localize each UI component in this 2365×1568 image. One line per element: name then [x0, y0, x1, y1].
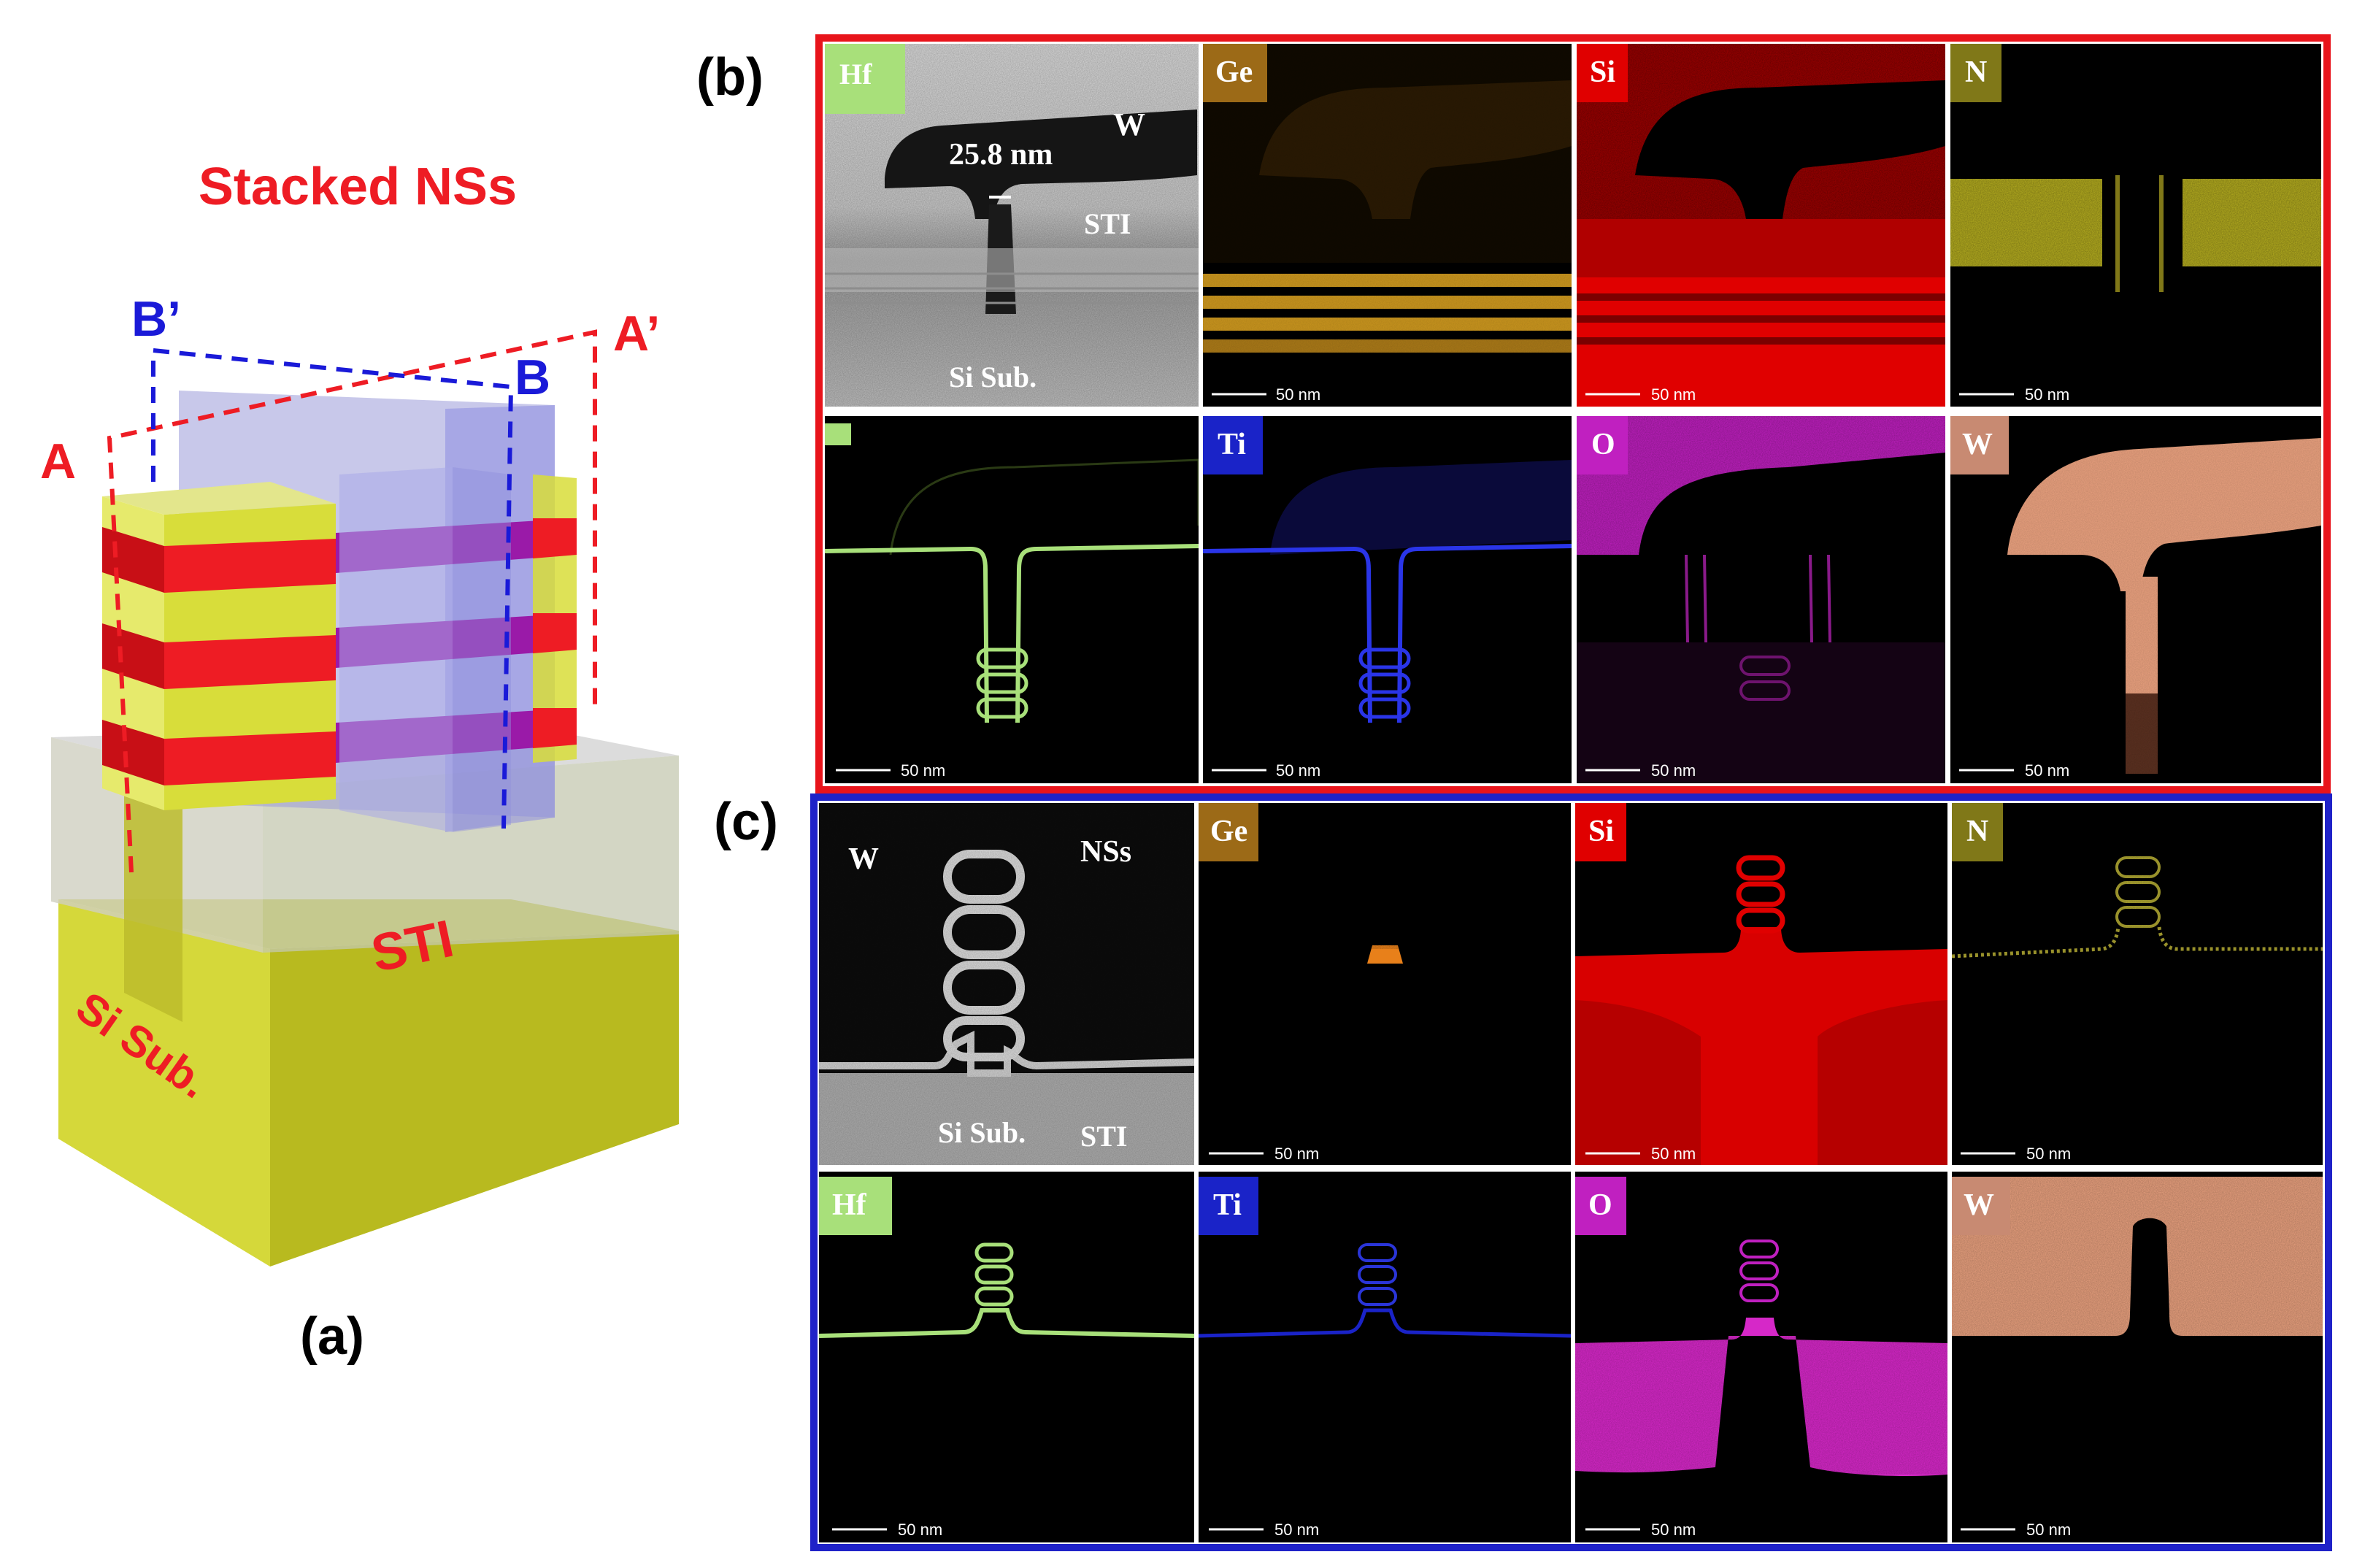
- panel-c-scale-o: 50 nm: [1651, 1521, 1696, 1539]
- cut-line-a: [107, 329, 597, 873]
- panel-c-metal-label: W: [848, 842, 879, 876]
- panel-c-tag-o: O: [1588, 1188, 1612, 1222]
- panel-b-map-o: O 50 nm: [1577, 416, 1945, 783]
- cut-line-b: [151, 347, 514, 829]
- substrate-front: [270, 931, 679, 1267]
- panel-c-tag-si: Si: [1588, 815, 1614, 848]
- panel-c-scale-si: 50 nm: [1651, 1145, 1696, 1163]
- panel-c-tem-image: W NSs Si Sub. STI: [819, 803, 1195, 1165]
- panel-b-metal-label: W: [1113, 107, 1145, 142]
- panel-c-map-ti: Ti 50 nm: [1198, 1172, 1572, 1542]
- panel-c-map-n: N 50 nm: [1951, 803, 2323, 1165]
- panel-c-tag-ge: Ge: [1210, 815, 1247, 848]
- panel-b-scale-w: 50 nm: [2025, 761, 2069, 780]
- cut-label-b: B: [515, 350, 550, 405]
- panel-c-label: (c): [714, 793, 778, 851]
- right-pillar-red-3: [533, 708, 577, 748]
- panel-b-map-ti: Ti 50 nm: [1202, 416, 1572, 783]
- sige-side-3: [102, 720, 164, 785]
- sige-layer-3: [164, 731, 336, 785]
- panel-b-tag-ti: Ti: [1218, 428, 1246, 461]
- stack-top-face: [102, 482, 336, 515]
- panel-c-tag-n: N: [1966, 815, 1988, 848]
- panel-b-tem-tag: Hf: [839, 58, 872, 91]
- panel-c-scale-hf: 50 nm: [898, 1521, 942, 1539]
- right-pillar-red-2: [533, 613, 577, 653]
- panel-b-scale-si: 50 nm: [1651, 385, 1696, 404]
- panel-b-tag-o: O: [1591, 428, 1615, 461]
- gate-front-plate: [339, 467, 453, 832]
- panel-c-scale-w: 50 nm: [2026, 1521, 2071, 1539]
- tile-separators: [819, 44, 2323, 1542]
- panel-c-tag-w: W: [1964, 1188, 1994, 1222]
- panel-b-scale-ti: 50 nm: [1276, 761, 1320, 780]
- panel-c-sub-label: Si Sub.: [938, 1116, 1026, 1149]
- panel-c-tag-hf: Hf: [832, 1188, 867, 1222]
- panel-b-width-label: 25.8 nm: [949, 138, 1053, 172]
- panel-b-scale-ge: 50 nm: [1276, 385, 1320, 404]
- panel-b-map-n: N 50 nm: [1950, 44, 2321, 407]
- panel-c-map-hf: Hf 50 nm: [818, 1172, 1195, 1542]
- panel-c-sheets-label: NSs: [1080, 835, 1131, 869]
- panel-b-sub-label: Si Sub.: [949, 361, 1037, 393]
- panel-b-scale-o: 50 nm: [1651, 761, 1696, 780]
- substrate-left: [58, 899, 270, 1267]
- right-pillar-red-1: [533, 518, 577, 558]
- panel-c-map-ge: Ge 50 nm: [1199, 803, 1571, 1165]
- panel-a-title: Stacked NSs: [199, 158, 517, 216]
- panel-b-tag-w: W: [1962, 428, 1993, 461]
- panel-b-scale-n: 50 nm: [2025, 385, 2069, 404]
- sige-layer-2: [164, 635, 336, 689]
- panel-a-label: (a): [300, 1307, 364, 1366]
- panel-b-tag-ge: Ge: [1215, 55, 1253, 89]
- cut-label-a: A: [40, 434, 76, 489]
- panel-c-scale-ge: 50 nm: [1274, 1145, 1319, 1163]
- panel-c-map-w: W 50 nm: [1952, 1172, 2323, 1542]
- panel-b-tem-image: Hf W 25.8 nm STI Si Sub.: [825, 44, 1199, 407]
- panel-b-sti-label: STI: [1084, 207, 1131, 240]
- panel-c-scale-ti: 50 nm: [1274, 1521, 1319, 1539]
- panel-b-tag-n: N: [1965, 55, 1987, 89]
- panel-b-label: (b): [696, 48, 764, 107]
- panel-b-map-w: W 50 nm: [1950, 416, 2321, 783]
- panel-b-map-hf: 50 nm: [824, 416, 1200, 783]
- sige-side-2: [102, 623, 164, 689]
- panel-b-map-si: Si 50 nm: [1577, 44, 1945, 407]
- panel-c-map-o: O 50 nm: [1575, 1172, 1947, 1542]
- cut-label-b-prime: B’: [131, 291, 181, 347]
- panel-c-map-si: Si 50 nm: [1575, 803, 1947, 1165]
- fin: [124, 766, 182, 1022]
- cut-label-a-prime: A’: [613, 306, 660, 361]
- panel-c-sti-label: STI: [1080, 1120, 1128, 1153]
- sige-layer-1: [164, 539, 336, 593]
- panel-b-tag-si: Si: [1590, 55, 1615, 89]
- panel-a-schematic: Stacked NSs B’ A’ B A STI Si Sub. (a): [40, 158, 679, 1366]
- panel-c-scale-n: 50 nm: [2026, 1145, 2071, 1163]
- panel-c-tag-ti: Ti: [1213, 1188, 1242, 1222]
- gate-front-plate-2: [453, 467, 511, 832]
- panel-b-map-ge: Ge 50 nm: [1203, 44, 1572, 407]
- panel-b-scale-hf: 50 nm: [901, 761, 945, 780]
